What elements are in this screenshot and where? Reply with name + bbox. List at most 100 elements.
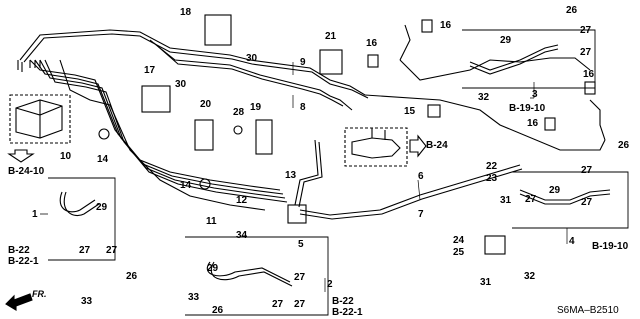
part-label-26d: 26 [212, 305, 224, 316]
part-label-27g: 27 [272, 299, 284, 310]
master-cylinder [351, 128, 401, 159]
part-16-clip-b [367, 54, 379, 68]
line-tip-left [17, 60, 41, 72]
ref-b24: B-24 [426, 140, 448, 151]
brake-line-center-drop [294, 139, 319, 206]
part-28 [233, 125, 243, 135]
part-label-18: 18 [180, 7, 192, 18]
brake-line-upper-2 [23, 33, 369, 99]
brake-line-lower-2 [299, 168, 523, 220]
part-label-7: 7 [418, 209, 424, 220]
part-label-10: 10 [60, 151, 72, 162]
part-label-29d: 29 [207, 263, 219, 274]
rear-left-hose [519, 189, 611, 201]
ref-b19-10-bottom: B-19-10 [592, 241, 629, 252]
part-label-3: 3 [532, 89, 538, 100]
part-label-31a: 31 [500, 195, 512, 206]
ref-b22-right: B-22 [332, 296, 354, 307]
part-19-body [255, 119, 273, 155]
part-label-15: 15 [404, 106, 416, 117]
part-24-bracket [484, 235, 506, 255]
part-label-16b: 16 [366, 38, 378, 49]
part-label-27d: 27 [581, 197, 593, 208]
part-16-clip-a [421, 19, 433, 33]
part-label-29c: 29 [96, 202, 108, 213]
part-label-26a: 26 [566, 5, 578, 16]
part-label-33b: 33 [188, 292, 200, 303]
part-18-body [204, 14, 232, 46]
part-label-29a: 29 [500, 35, 512, 46]
part-label-32b: 32 [524, 271, 536, 282]
part-label-21: 21 [325, 31, 337, 42]
ref-b22-1-left: B-22-1 [8, 256, 39, 267]
part-21-body [319, 49, 343, 75]
rear-right-box [462, 29, 596, 89]
part-16-clip-c [584, 81, 596, 95]
part-label-27a: 27 [580, 25, 592, 36]
part-label-14a: 14 [97, 154, 109, 165]
part-label-27j: 27 [525, 194, 537, 205]
brake-line-mid-1 [29, 59, 281, 191]
rear-right-hose [469, 44, 559, 71]
part-label-30b: 30 [175, 79, 187, 90]
part-label-16c: 16 [583, 69, 595, 80]
part-17-body [141, 85, 171, 113]
front-label: FR. [32, 289, 47, 299]
rear-right-hose-2 [469, 48, 559, 75]
part-label-30a: 30 [246, 53, 258, 64]
front-right-box [185, 236, 329, 316]
abs-modulator-body [15, 99, 63, 139]
part-label-27f: 27 [106, 245, 118, 256]
part-label-11: 11 [206, 216, 217, 227]
part-label-27b: 27 [580, 47, 592, 58]
front-left-box [48, 177, 116, 261]
brake-line-mid-5 [59, 59, 266, 211]
part-label-22: 22 [486, 161, 498, 172]
part-label-4: 4 [569, 236, 575, 247]
ref-b19-10-top: B-19-10 [509, 103, 546, 114]
brake-line-right-4 [589, 99, 606, 141]
part-label-6: 6 [418, 171, 424, 182]
part-label-17: 17 [144, 65, 156, 76]
leader-lines [40, 62, 568, 292]
part-label-23: 23 [486, 173, 498, 184]
ref-arrow-b24-10 [7, 149, 35, 163]
brake-line-lower-1 [299, 164, 521, 216]
brake-line-right-2 [399, 57, 591, 81]
front-left-hose-2 [63, 191, 100, 217]
part-label-28: 28 [233, 107, 245, 118]
brake-line-right-3 [399, 24, 411, 61]
part-20-body [194, 119, 214, 151]
part-label-5: 5 [298, 239, 304, 250]
part-label-27h: 27 [294, 272, 306, 283]
part-label-12: 12 [236, 195, 248, 206]
brake-line-mid-4 [44, 59, 288, 203]
ref-b24-10: B-24-10 [8, 166, 45, 177]
brake-line-center-drop-2 [298, 141, 323, 208]
front-right-hose [207, 261, 291, 283]
part-label-26b: 26 [618, 140, 630, 151]
ref-b22-left: B-22 [8, 245, 30, 256]
part-label-29b: 29 [549, 185, 561, 196]
part-label-24: 24 [453, 235, 465, 246]
part-15-clip [427, 104, 441, 118]
part-label-1: 1 [32, 209, 38, 220]
abs-modulator-outline [9, 94, 71, 144]
part-label-9: 9 [300, 57, 306, 68]
part-label-8: 8 [300, 102, 306, 113]
part-label-31b: 31 [480, 277, 492, 288]
part-label-34: 34 [236, 230, 248, 241]
rear-left-box [512, 171, 629, 229]
brake-line-upper-1 [19, 29, 366, 96]
part-16-clip-d [544, 117, 556, 131]
part-label-27e: 27 [79, 245, 91, 256]
part-label-14b: 14 [180, 180, 192, 191]
brake-line-upper-3 [149, 39, 353, 111]
part-label-19: 19 [250, 102, 262, 113]
part-label-25: 25 [453, 247, 465, 258]
part-label-20: 20 [200, 99, 212, 110]
part-label-16a: 16 [440, 20, 452, 31]
part-label-16d: 16 [527, 118, 539, 129]
